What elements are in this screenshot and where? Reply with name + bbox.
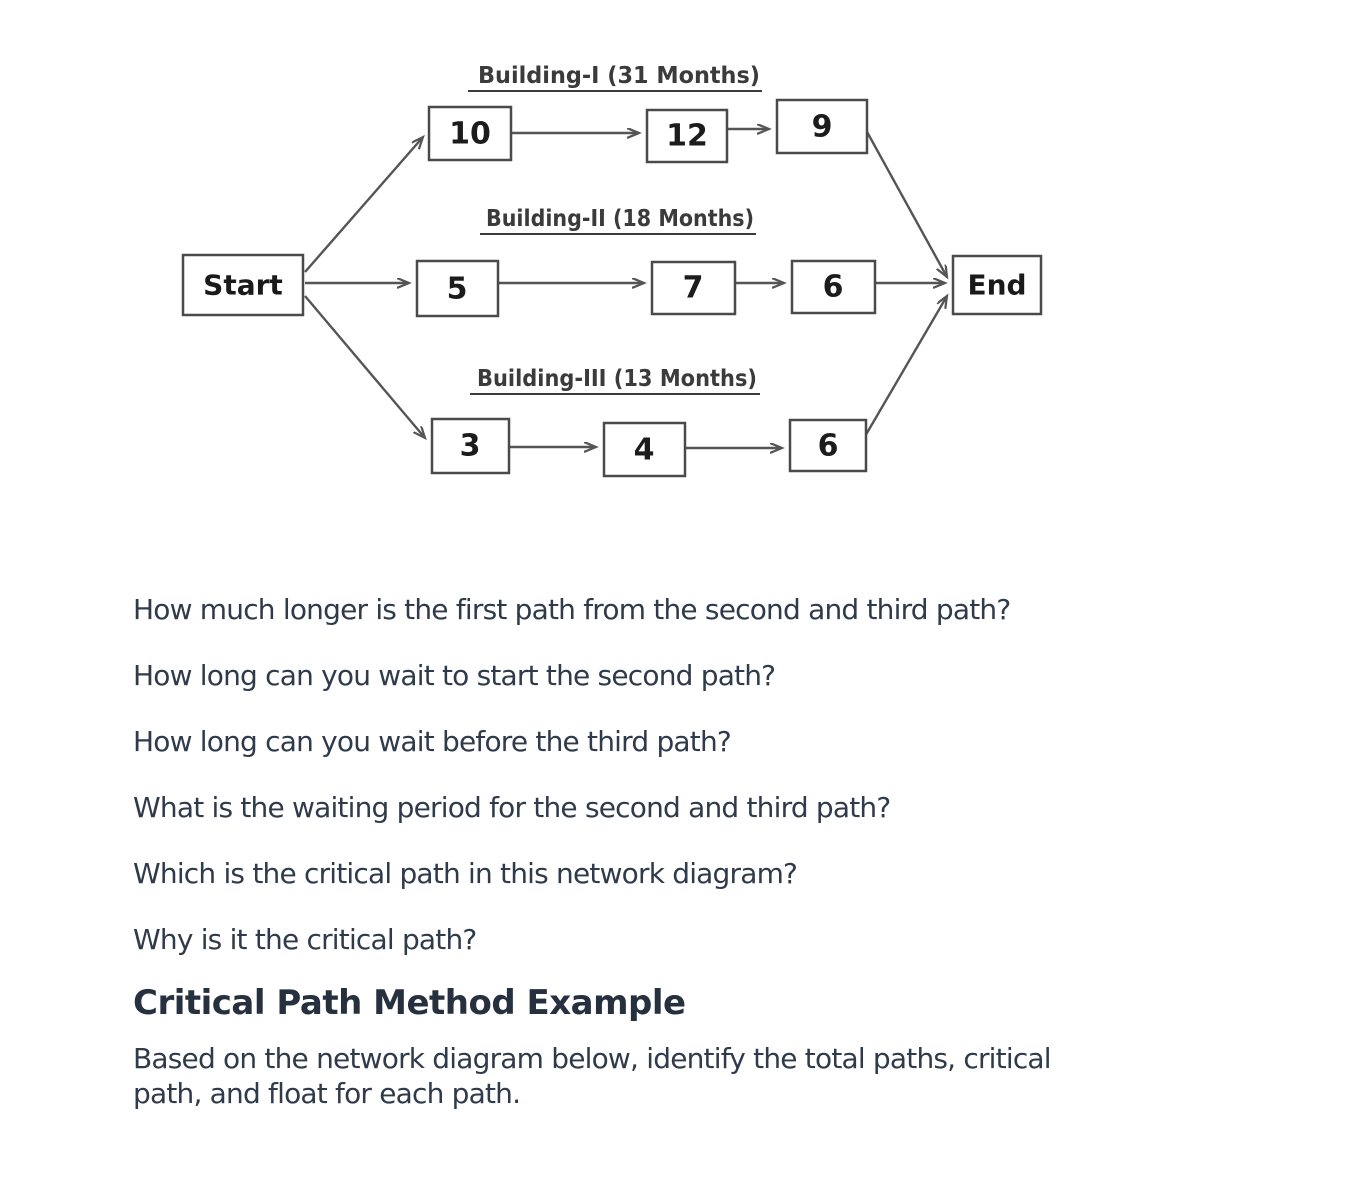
node-path1-step2-value: 12: [666, 119, 708, 154]
section-heading: Critical Path Method Example: [133, 983, 686, 1023]
path2-label: Building-II (18 Months): [480, 206, 756, 235]
node-path2-step3: 6: [790, 259, 877, 315]
question-4: What is the waiting period for the secon…: [133, 791, 891, 824]
node-path3-step3-value: 6: [818, 429, 839, 464]
node-path2-step1-value: 5: [447, 272, 468, 307]
path3-label: Building-III (13 Months): [470, 366, 760, 395]
path2-label-text: Building-II (18 Months): [486, 206, 754, 232]
node-start-label: Start: [203, 269, 283, 302]
question-1: How much longer is the first path from t…: [133, 593, 1011, 626]
path1-label-text: Building-I (31 Months): [478, 63, 760, 89]
edge-6b-to-end: [862, 296, 947, 439]
node-path3-step2-value: 4: [634, 433, 655, 468]
node-path3-step1: 3: [430, 417, 511, 475]
node-end-label: End: [967, 269, 1026, 302]
intro-paragraph-line-2: path, and float for each path.: [133, 1077, 521, 1110]
node-path2-step2-value: 7: [683, 271, 704, 306]
node-path3-step3: 6: [788, 418, 868, 473]
node-path3-step2: 4: [602, 421, 687, 478]
question-2: How long can you wait to start the secon…: [133, 659, 776, 692]
node-path1-step3-value: 9: [812, 110, 833, 145]
question-5: Which is the critical path in this netwo…: [133, 857, 798, 890]
edge-start-to-3: [304, 295, 425, 438]
path3-label-text: Building-III (13 Months): [477, 366, 757, 392]
node-path2-step1: 5: [415, 259, 500, 318]
network-diagram: Building-I (31 Months) Building-II (18 M…: [181, 63, 1043, 478]
node-end: End: [951, 254, 1043, 316]
edge-9-to-end: [864, 129, 947, 277]
node-path1-step1-value: 10: [449, 117, 491, 152]
edge-start-to-10: [304, 137, 423, 273]
question-3: How long can you wait before the third p…: [133, 725, 732, 758]
path1-label: Building-I (31 Months): [468, 63, 762, 92]
node-path1-step3: 9: [775, 98, 869, 155]
node-path3-step1-value: 3: [460, 429, 481, 464]
node-path1-step1: 10: [427, 105, 513, 162]
intro-paragraph-line-1: Based on the network diagram below, iden…: [133, 1042, 1052, 1075]
node-path1-step2: 12: [645, 108, 729, 164]
question-6: Why is it the critical path?: [133, 923, 477, 956]
node-start: Start: [181, 253, 305, 317]
node-path2-step3-value: 6: [823, 270, 844, 305]
node-path2-step2: 7: [650, 260, 737, 316]
